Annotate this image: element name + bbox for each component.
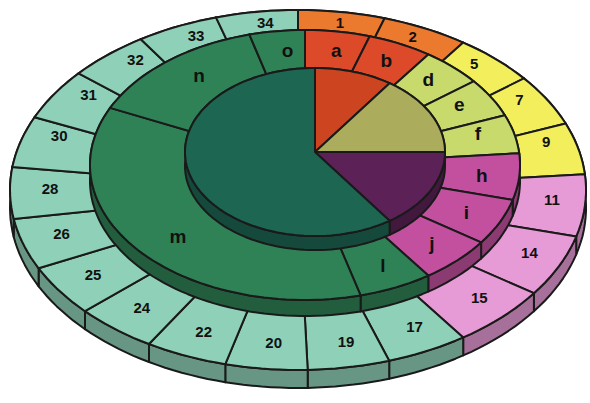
segment-letter: f	[475, 124, 481, 143]
segment-letter: h	[476, 166, 488, 185]
segment-number: 22	[195, 323, 212, 338]
inner-pie-face	[315, 83, 445, 152]
segment-number: 17	[406, 319, 423, 334]
segment-number: 1	[336, 14, 344, 29]
segment-number: 28	[42, 181, 59, 196]
segment-number: 32	[127, 52, 144, 67]
segment-letter: a	[331, 41, 342, 60]
inner-pie-face	[185, 68, 390, 236]
segment-number: 15	[471, 289, 488, 304]
segment-number: 9	[542, 134, 550, 149]
segment-number: 26	[53, 225, 70, 240]
segment-letter: l	[380, 255, 385, 274]
segment-number: 5	[470, 55, 478, 70]
segment-number: 14	[521, 245, 538, 260]
segment-letter: m	[169, 226, 186, 245]
segment-number: 11	[544, 192, 560, 207]
segment-letter: i	[464, 202, 469, 221]
segment-letter: j	[429, 233, 434, 252]
segment-number: 7	[515, 91, 523, 106]
segment-letter: n	[193, 65, 205, 84]
segment-number: 33	[188, 27, 205, 42]
segment-letter: e	[454, 94, 465, 113]
segment-number: 20	[265, 335, 282, 350]
segment-number: 31	[80, 86, 97, 101]
segment-number: 34	[257, 14, 274, 29]
segment-letter: o	[282, 40, 294, 59]
segment-number: 24	[133, 300, 150, 315]
segment-number: 30	[51, 128, 68, 143]
segment-number: 19	[338, 333, 355, 348]
segment-number: 2	[409, 29, 417, 44]
segment-number: 25	[85, 266, 102, 281]
segment-letter: d	[423, 69, 435, 88]
segment-letter: b	[380, 51, 392, 70]
